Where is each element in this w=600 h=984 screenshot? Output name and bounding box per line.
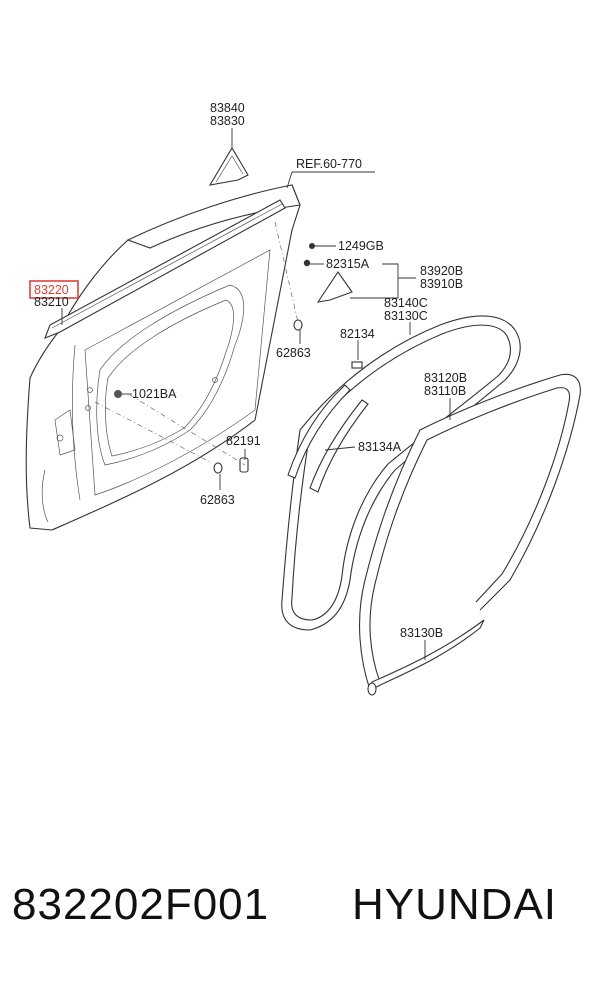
part-number: 832202F001 <box>12 880 270 929</box>
label-83830: 83830 <box>210 114 245 128</box>
label-83140c: 83140C <box>384 296 428 310</box>
glass-run-channel <box>287 384 369 493</box>
door-weatherstrip-diagram: 83840 83830 REF.60-770 1249GB 82315A 839… <box>25 101 581 696</box>
label-82315a: 82315A <box>326 257 370 271</box>
label-83110b: 83110B <box>424 384 466 398</box>
label-83840: 83840 <box>210 101 245 115</box>
label-83130b: 83130B <box>400 626 443 640</box>
door-panel <box>25 184 301 531</box>
label-83910b: 83910B <box>420 277 463 291</box>
label-83120b: 83120B <box>424 371 467 385</box>
label-1249gb: 1249GB <box>338 239 384 253</box>
highlight-box <box>29 280 79 299</box>
label-82191: 82191 <box>226 434 261 448</box>
label-62863-lower: 62863 <box>200 493 235 507</box>
label-83210: 83210 <box>34 295 69 309</box>
sash-bracket-part <box>316 271 353 303</box>
label-83220: 83220 <box>34 283 69 297</box>
label-62863-upper: 62863 <box>276 346 311 360</box>
label-1021ba: 1021BA <box>132 387 177 401</box>
reference-lines <box>94 221 299 466</box>
label-83134a: 83134A <box>358 440 402 454</box>
part-labels: 83840 83830 REF.60-770 1249GB 82315A 839… <box>34 101 467 640</box>
leader-lines <box>61 128 451 660</box>
label-ref: REF.60-770 <box>296 157 362 171</box>
caption: 832202F001 HYUNDAI <box>0 870 600 950</box>
label-83920b: 83920B <box>420 264 463 278</box>
label-83130c: 83130C <box>384 309 428 323</box>
fasteners <box>114 243 363 474</box>
label-82134: 82134 <box>340 327 375 341</box>
brand-name: HYUNDAI <box>352 880 558 929</box>
delta-cover-part <box>208 146 249 186</box>
opening-weatherstrip <box>359 373 581 696</box>
